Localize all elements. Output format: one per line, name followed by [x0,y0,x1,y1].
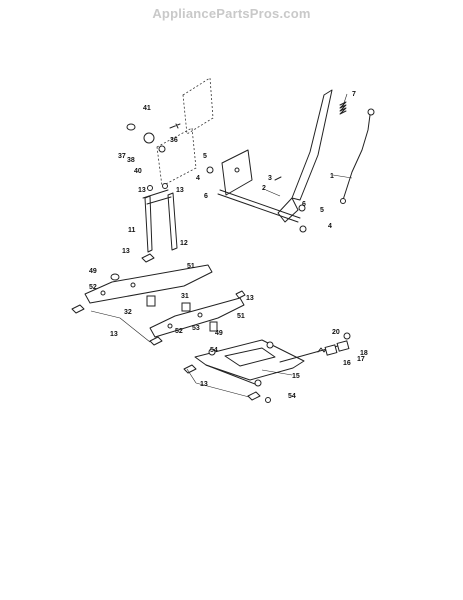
hardware-cluster-top [126,123,307,233]
callout-5b: 5 [320,207,324,214]
callout-13f: 13 [200,381,208,388]
callout-13b: 13 [176,187,184,194]
callout-38: 38 [127,157,135,164]
callout-54b: 54 [288,393,296,400]
callout-13d: 13 [246,295,254,302]
callout-32: 32 [124,309,132,316]
callout-53: 53 [192,325,200,332]
callout-6a: 6 [204,193,208,200]
callout-11: 11 [128,227,136,234]
callout-3: 3 [268,175,272,182]
callout-20: 20 [332,329,340,336]
callout-49b: 49 [215,330,223,337]
callout-51b: 51 [237,313,245,320]
hanger-bracket-right[interactable] [149,297,245,338]
callout-12: 12 [180,240,188,247]
lift-cable[interactable] [340,108,375,204]
callout-13e: 13 [110,331,118,338]
callout-7: 7 [352,91,356,98]
center-bushings [110,273,218,332]
callout-17: 17 [357,356,365,363]
hairpin-clips [71,253,261,401]
callout-labels: 1 2 3 4 4 5 5 6 6 7 11 12 13 13 13 13 13… [89,91,368,400]
callout-52a: 52 [89,284,97,291]
callout-41: 41 [143,105,151,112]
lift-links[interactable] [142,183,178,253]
callout-13c: 13 [122,248,130,255]
callout-31: 31 [181,293,189,300]
dashed-panel-upper [156,77,214,187]
callout-2: 2 [262,185,266,192]
adjuster-rod[interactable] [279,332,351,363]
lift-shaft[interactable] [217,189,301,223]
lever-bracket [221,149,253,196]
callout-40: 40 [134,168,142,175]
callout-4a: 4 [196,175,200,182]
leader-lines [90,93,353,398]
callout-13a: 13 [138,187,146,194]
site-watermark: AppliancePartsPros.com [152,6,311,21]
callout-49a: 49 [89,268,97,275]
callout-36: 36 [170,137,178,144]
front-hanger-plate[interactable] [194,339,305,403]
callout-4b: 4 [328,223,332,230]
callout-37: 37 [118,153,126,160]
callout-54a: 54 [210,347,218,354]
callout-6b: 6 [302,201,306,208]
callout-5a: 5 [203,153,207,160]
callout-52b: 52 [175,328,183,335]
callout-15: 15 [292,373,300,380]
callout-16: 16 [343,360,351,367]
callout-1: 1 [330,173,334,180]
lift-lever[interactable] [277,89,333,223]
callout-51a: 51 [187,263,195,270]
callout-18: 18 [360,350,368,357]
lift-spring [339,101,347,115]
hanger-bracket-left[interactable] [84,264,213,304]
